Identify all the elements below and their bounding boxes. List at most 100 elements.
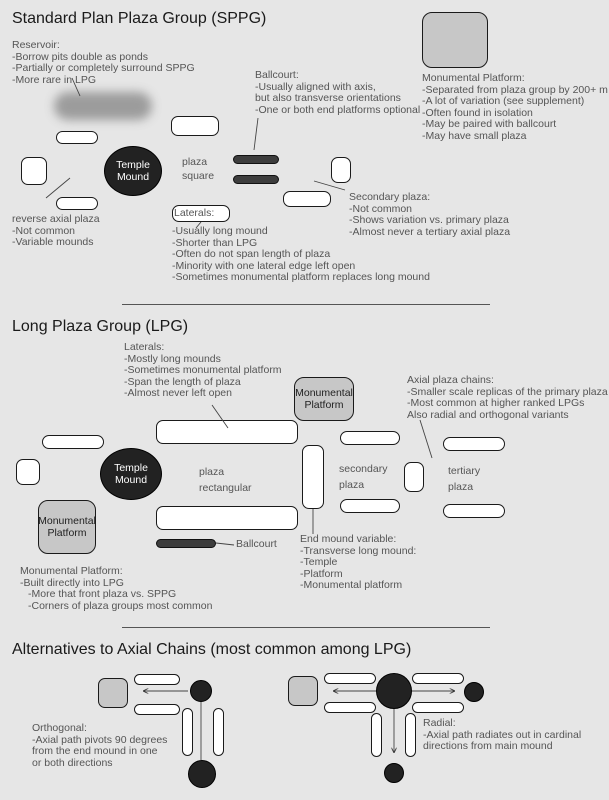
- sppg-title: Standard Plan Plaza Group (SPPG): [12, 10, 267, 27]
- reverse-plaza-note-line: reverse axial plaza: [12, 213, 100, 225]
- axial-chains-note-line: -Most common at higher ranked LPGs: [407, 397, 585, 410]
- axial-chains-note-line: Axial plaza chains:: [407, 374, 494, 386]
- lpg-laterals-note-line: Laterals:: [124, 341, 165, 353]
- sppg-plaza-label-line: plaza: [182, 156, 208, 168]
- main-mound-circle: [376, 673, 412, 709]
- sppg-laterals-note-line: -Usually long mound: [172, 225, 268, 237]
- secondary-plaza-label: secondary plaza: [339, 463, 388, 491]
- mound: [324, 702, 376, 713]
- ballcourt-mound: [233, 155, 279, 164]
- lpg-monumental-platform: Monumental Platform: [294, 377, 354, 421]
- radial-note-line: Radial:: [423, 717, 456, 729]
- orthogonal-note-line: from the end mound in one: [32, 745, 158, 758]
- tertiary-plaza-label: tertiary plaza: [448, 465, 481, 493]
- radial-platform: [288, 676, 318, 706]
- mound: [412, 673, 464, 684]
- reservoir-note-line: -Partially or completely surround SPPG: [12, 62, 195, 75]
- secondary-plaza-label-line: secondary: [339, 463, 388, 475]
- lpg-plaza-label-line: plaza: [199, 466, 225, 478]
- sppg-monumental-note-line: -Often found in isolation: [422, 106, 533, 119]
- lpg-monumental-note-line: -More that front plaza vs. SPPG: [28, 588, 177, 601]
- end-mound-note-line: -Platform: [300, 567, 343, 580]
- end-mound-circle: [190, 680, 212, 702]
- ballcourt-note-line: -Usually aligned with axis,: [255, 80, 376, 93]
- section-divider: [122, 304, 490, 305]
- secondary-plaza-note-line: -Not common: [349, 202, 413, 215]
- leader-line: [419, 419, 433, 459]
- mound: [134, 674, 180, 685]
- long-mound: [156, 420, 298, 444]
- lpg-monumental-note-line: Monumental Platform:: [20, 565, 123, 577]
- reservoir-note-line: -More rare in LPG: [12, 73, 97, 86]
- mound: [340, 499, 400, 513]
- secondary-plaza-note-line: -Almost never a tertiary axial plaza: [349, 225, 511, 238]
- sppg-laterals-note-line: -Shorter than LPG: [172, 236, 258, 249]
- axial-chains-note: Axial plaza chains: -Smaller scale repli…: [407, 374, 608, 421]
- sppg-laterals-note: -Usually long mound -Shorter than LPG -O…: [172, 225, 430, 284]
- tertiary-plaza-label-line: tertiary: [448, 465, 481, 477]
- sppg-temple-mound: Temple Mound: [104, 146, 162, 196]
- ballcourt-mound: [156, 539, 216, 548]
- lpg-laterals-note-line: -Almost never left open: [124, 387, 232, 400]
- ballcourt-note-line: but also transverse orientations: [255, 92, 401, 105]
- mound: [21, 157, 47, 185]
- reservoir-note-line: -Borrow pits double as ponds: [12, 50, 148, 63]
- orthogonal-end-circle: [188, 760, 216, 788]
- sppg-laterals-label: Laterals:: [174, 207, 215, 219]
- mound: [371, 713, 382, 757]
- lpg-monumental-platform-corner: Monumental Platform: [38, 500, 96, 554]
- ballcourt-note-line: Ballcourt:: [255, 69, 299, 81]
- secondary-plaza-label-line: plaza: [339, 478, 365, 491]
- radial-end-circle: [384, 763, 404, 783]
- mound: [56, 197, 98, 210]
- mound: [283, 191, 331, 207]
- mound: [324, 673, 376, 684]
- mound: [172, 205, 230, 222]
- sppg-monumental-note-line: -A lot of variation (see supplement): [422, 95, 585, 108]
- reservoir-note: Reservoir: -Borrow pits double as ponds …: [12, 39, 195, 86]
- alt-title: Alternatives to Axial Chains (most commo…: [12, 641, 412, 658]
- reverse-plaza-note-line: -Variable mounds: [12, 236, 94, 249]
- end-mound-note: End mound variable: -Transverse long mou…: [300, 533, 416, 592]
- orthogonal-note: Orthogonal: -Axial path pivots 90 degree…: [32, 722, 168, 769]
- ballcourt-mound: [233, 175, 279, 184]
- reverse-plaza-note-line: -Not common: [12, 224, 76, 237]
- ballcourt-note: Ballcourt: -Usually aligned with axis, b…: [255, 69, 420, 116]
- radial-note: Radial: -Axial path radiates out in card…: [423, 717, 582, 753]
- mound: [404, 462, 424, 492]
- reverse-plaza-note: reverse axial plaza -Not common -Variabl…: [12, 213, 100, 249]
- mound: [213, 708, 224, 756]
- lpg-monumental-note-line: -Built directly into LPG: [20, 576, 124, 589]
- sppg-monumental-note: Monumental Platform: -Separated from pla…: [422, 72, 608, 143]
- sppg-monumental-platform: [422, 12, 488, 68]
- mound: [331, 157, 351, 183]
- sppg-laterals-note-line: -Minority with one lateral edge left ope…: [172, 259, 356, 272]
- mound: [56, 131, 98, 144]
- leader-line: [253, 117, 259, 151]
- end-mound-note-line: End mound variable:: [300, 533, 397, 545]
- sppg-monumental-note-line: Monumental Platform:: [422, 72, 525, 84]
- end-mound-note-line: -Temple: [300, 556, 338, 569]
- lpg-monumental-note-line: -Corners of plaza groups most common: [28, 599, 213, 612]
- lpg-temple-mound: Temple Mound: [100, 448, 162, 500]
- ballcourt-label: Ballcourt: [236, 538, 277, 550]
- mound: [16, 459, 40, 485]
- secondary-plaza-note-line: Secondary plaza:: [349, 191, 431, 203]
- tertiary-plaza-label-line: plaza: [448, 480, 474, 493]
- lpg-laterals-note-line: -Sometimes monumental platform: [124, 364, 282, 377]
- sppg-laterals-note-line: -Sometimes monumental platform replaces …: [172, 271, 430, 284]
- secondary-plaza-note: Secondary plaza: -Not common -Shows vari…: [349, 191, 511, 238]
- mound: [412, 702, 464, 713]
- sppg-laterals-note-line: -Often do not span length of plaza: [172, 248, 331, 261]
- lpg-plaza-label: plaza rectangular: [199, 466, 252, 494]
- lpg-laterals-note: Laterals: -Mostly long mounds -Sometimes…: [124, 341, 282, 400]
- orthogonal-note-line: -Axial path pivots 90 degrees: [32, 733, 168, 746]
- mound: [443, 437, 505, 451]
- mound: [182, 708, 193, 756]
- radial-note-line: -Axial path radiates out in cardinal: [423, 728, 582, 741]
- sppg-monumental-note-line: -May have small plaza: [422, 129, 527, 142]
- lpg-title: Long Plaza Group (LPG): [12, 318, 189, 335]
- mound: [340, 431, 400, 445]
- radial-end-circle: [464, 682, 484, 702]
- orthogonal-note-line: or both directions: [32, 756, 113, 769]
